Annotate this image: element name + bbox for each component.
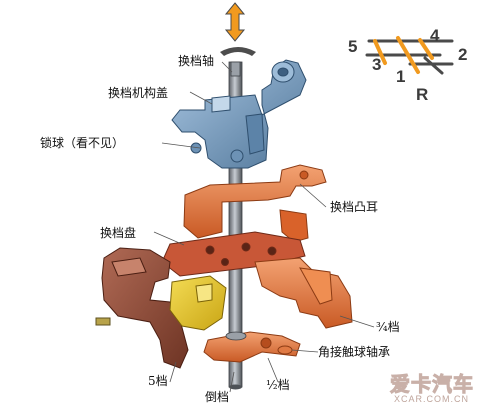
label-locking-ball: 锁球（看不见）	[40, 136, 125, 150]
label-gear-5: 5档	[148, 374, 168, 388]
label-shift-shaft: 换档轴	[178, 54, 215, 68]
angular-contact-bearing-part	[225, 331, 247, 341]
shift-mechanism-cover-part	[171, 59, 307, 169]
shift-pattern-label-r: R	[416, 85, 429, 104]
gear-12-fork-part	[203, 331, 301, 363]
shift-pattern-label-4: 4	[430, 26, 440, 45]
up-down-arrow-icon	[224, 2, 246, 42]
watermark-brand: 爱卡汽车	[390, 374, 474, 397]
shift-cam-lug-part	[183, 164, 327, 243]
label-gear-34: ¾档	[376, 320, 400, 334]
shift-pattern-label-5: 5	[348, 37, 358, 56]
label-reverse-gear: 倒档	[205, 390, 230, 404]
shift-pattern-label-1: 1	[396, 67, 406, 86]
label-shift-mechanism-cover: 换档机构盖	[108, 86, 169, 100]
leader-lines	[153, 61, 375, 393]
gear-5-fork-part	[95, 247, 189, 369]
label-shift-cam-lug: 换档凸耳	[330, 200, 379, 214]
shift-pattern-label-3: 3	[372, 55, 382, 74]
rotation-arrow-icon	[220, 47, 256, 56]
label-gear-12: ½档	[266, 378, 290, 392]
shift-pattern-label-2: 2	[458, 45, 468, 64]
reverse-fork-part	[169, 275, 227, 331]
watermark-url: XCAR.COM.CN	[394, 394, 470, 404]
gear-34-fork-part	[254, 257, 353, 329]
label-shift-plate: 换档盘	[100, 226, 137, 240]
label-angular-contact-bearing: 角接触球轴承	[318, 345, 391, 359]
shift-pattern-graphic	[365, 36, 454, 75]
